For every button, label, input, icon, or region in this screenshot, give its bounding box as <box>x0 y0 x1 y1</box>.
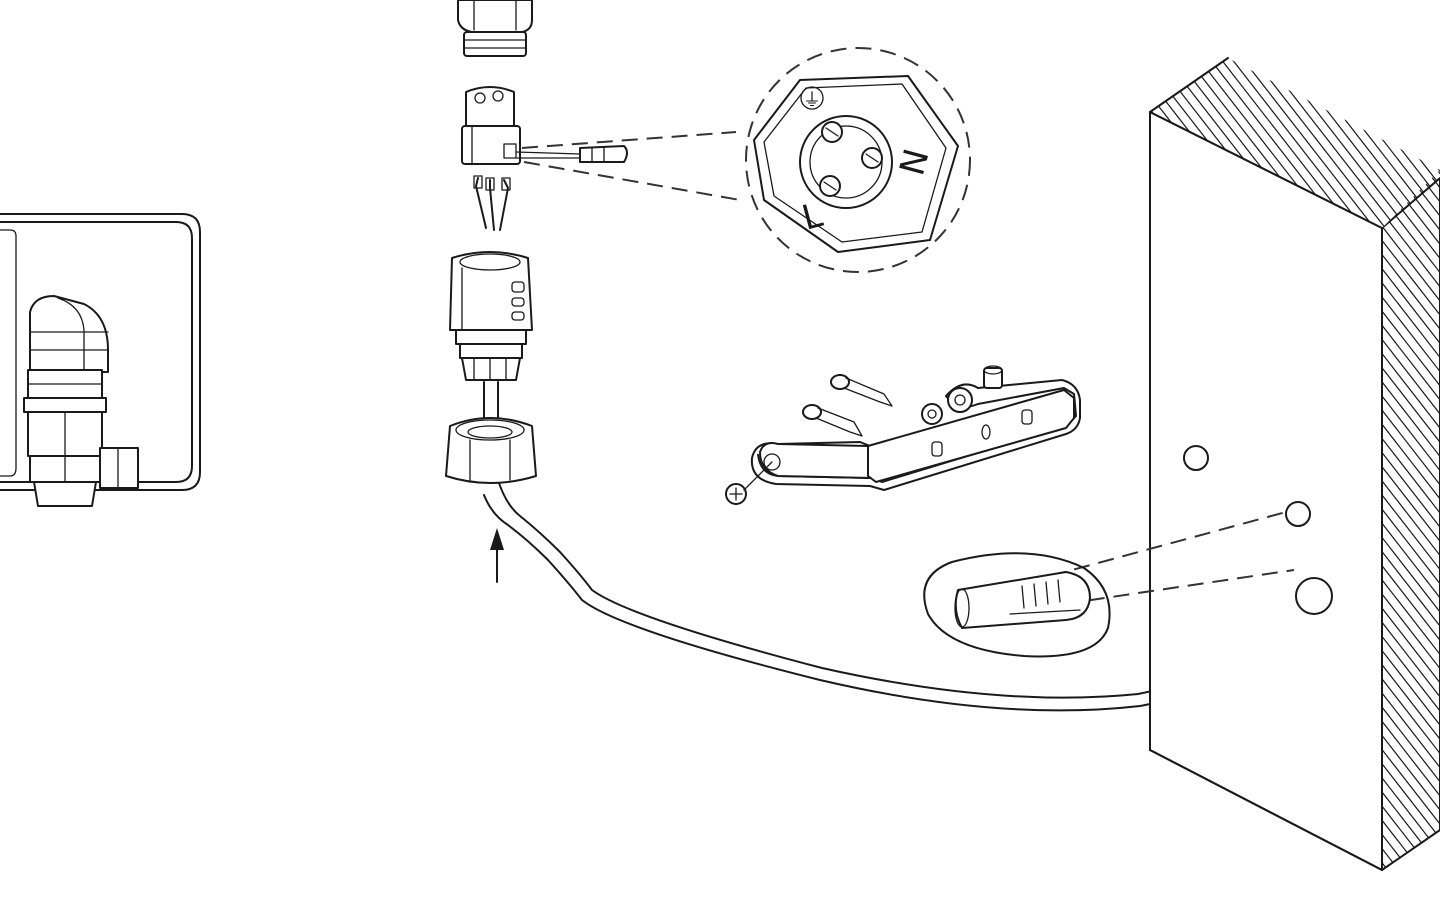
wall-anchor-callout <box>923 511 1295 658</box>
wall-hatch-line <box>1229 58 1440 228</box>
wall-hatch-line <box>1382 170 1440 870</box>
wall-hatch-line <box>1152 58 1440 228</box>
terminal-insert <box>461 86 521 231</box>
wall-hatch-line <box>1207 58 1440 228</box>
wall-hatch-line <box>1273 58 1440 228</box>
wall-hatch-line <box>1382 170 1440 870</box>
screw-icon <box>725 365 1003 505</box>
direction-arrow-icon <box>490 528 504 583</box>
wall-hatch-line <box>1251 58 1440 228</box>
wall-hatch-line <box>1185 58 1440 228</box>
device-housing <box>0 213 201 507</box>
wall-hatch-line <box>1284 58 1440 228</box>
wall-hatch-line <box>1382 170 1440 870</box>
wall-hatch-line <box>1163 58 1440 228</box>
wall-hatch-line <box>1382 170 1440 870</box>
wall-hatch-line <box>1240 58 1440 228</box>
wall-hatch-line <box>1382 170 1440 870</box>
wall-hatch-line <box>1382 170 1440 870</box>
wall-hatch-line <box>1382 170 1440 870</box>
elbow-connector <box>23 295 139 507</box>
wall-hatch-line <box>1150 58 1440 228</box>
compression-nut <box>445 417 537 484</box>
ground-symbol-icon: ⏚ <box>803 90 821 111</box>
wall-hatch-line <box>1218 58 1440 228</box>
mounting-wall <box>1149 57 1440 871</box>
connector-body <box>449 251 533 381</box>
connector-top-nut <box>457 0 533 57</box>
wall-hatch-line <box>1262 58 1440 228</box>
mounting-bracket <box>750 379 1081 491</box>
wall-hatch-line <box>1382 170 1440 870</box>
wall-hatch-line <box>1174 58 1440 228</box>
wall-hatch-line <box>1150 58 1440 228</box>
wall-hatch-line <box>1382 170 1440 870</box>
wall-hatch-line <box>1382 170 1440 870</box>
wall-hatch-line <box>1150 58 1440 228</box>
wall-hatch-line <box>1196 58 1440 228</box>
wall-anchor-icon <box>954 571 1091 629</box>
screwdriver-icon <box>515 145 628 163</box>
terminal-detail-callout: ⏚ N L <box>521 47 971 273</box>
